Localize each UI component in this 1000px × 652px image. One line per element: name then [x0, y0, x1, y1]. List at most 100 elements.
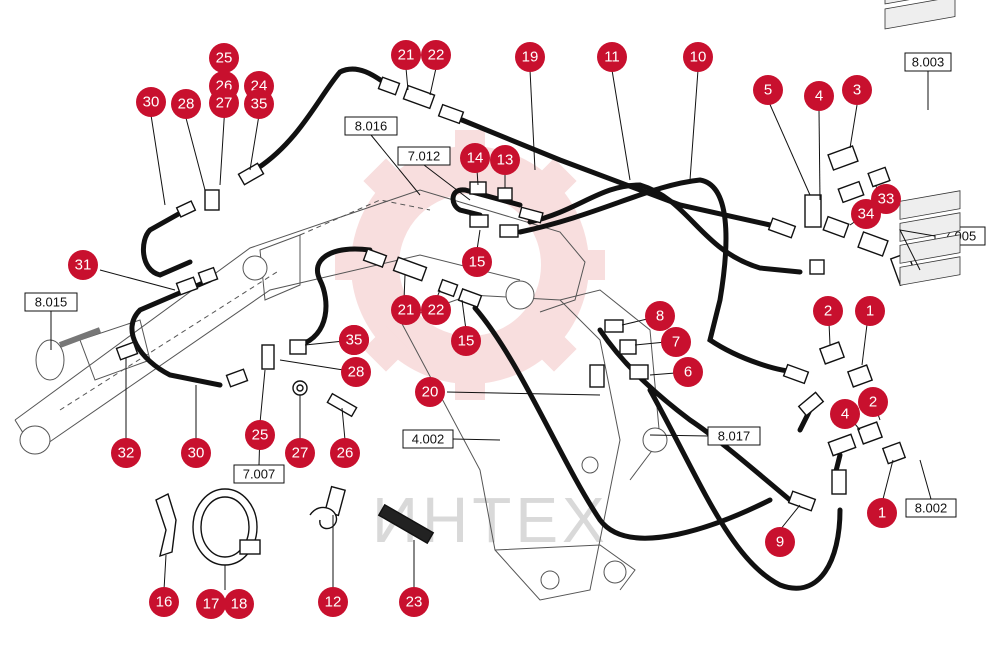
hydraulic-hoses: [129, 66, 843, 591]
callout-number: 7: [672, 334, 680, 351]
callout-3: 3: [842, 75, 872, 105]
callout-number: 28: [178, 96, 195, 113]
callout-number: 21: [398, 302, 415, 319]
ref-8015: 8.015: [35, 295, 68, 310]
callout-number: 4: [815, 88, 823, 105]
callout-9: 9: [765, 527, 795, 557]
callout-number: 30: [188, 445, 205, 462]
callout-circle: [209, 88, 239, 118]
hose-top-loop: [255, 66, 395, 171]
callout-circle: [68, 250, 98, 280]
ref-8003: 8.003: [912, 55, 945, 70]
callout-number: 35: [346, 332, 363, 349]
label-plates: [884, 0, 961, 286]
callout-12: 12: [318, 587, 348, 617]
callout-25: 25: [245, 420, 275, 450]
hose-right-mid: [597, 327, 793, 503]
callout-number: 27: [216, 95, 233, 112]
callout-28: 28: [341, 357, 371, 387]
callout-number: 33: [878, 191, 895, 208]
callout-number: 22: [428, 47, 445, 64]
callout-number: 5: [764, 82, 772, 99]
callout-35: 35: [244, 89, 274, 119]
callout-2: 2: [813, 296, 843, 326]
callout-circle: [842, 75, 872, 105]
callout-27: 27: [209, 88, 239, 118]
callout-circle: [391, 295, 421, 325]
callout-8: 8: [645, 301, 675, 331]
callout-26: 26: [330, 438, 360, 468]
callout-circle: [804, 81, 834, 111]
callout-circle: [855, 296, 885, 326]
callout-21: 21: [391, 40, 421, 70]
callout-circle: [460, 143, 490, 173]
callout-number: 2: [824, 303, 832, 320]
callout-number: 21: [398, 47, 415, 64]
callout-circle: [209, 43, 239, 73]
callout-number: 25: [252, 427, 269, 444]
callout-number: 3: [853, 82, 861, 99]
callout-4: 4: [804, 81, 834, 111]
callout-circle: [330, 438, 360, 468]
callout-circle: [415, 377, 445, 407]
callout-circle: [391, 40, 421, 70]
callout-circle: [451, 326, 481, 356]
reference-frames: 8.003 8.016 7.012 7.005 8.015 8.017 4.00…: [24, 52, 986, 518]
callout-circle: [851, 199, 881, 229]
callout-number: 20: [422, 384, 439, 401]
callout-number: 23: [406, 594, 423, 611]
callout-circle: [661, 327, 691, 357]
callout-number: 15: [469, 254, 486, 271]
callout-circle: [318, 587, 348, 617]
callout-10: 10: [683, 42, 713, 72]
callout-number: 12: [325, 594, 342, 611]
callout-circle: [867, 498, 897, 528]
callout-18: 18: [224, 589, 254, 619]
callout-circle: [830, 399, 860, 429]
callout-number: 14: [467, 150, 484, 167]
callout-circle: [597, 42, 627, 72]
clip-part-12: [309, 506, 338, 530]
ref-7012: 7.012: [408, 149, 441, 164]
callout-16: 16: [149, 587, 179, 617]
callout-30: 30: [181, 438, 211, 468]
hose-9: [647, 387, 843, 591]
callout-5: 5: [753, 75, 783, 105]
callout-number: 6: [684, 364, 692, 381]
callout-circle: [515, 42, 545, 72]
callout-19: 19: [515, 42, 545, 72]
ref-4002: 4.002: [412, 432, 445, 447]
callout-circle: [136, 87, 166, 117]
callout-17: 17: [196, 589, 226, 619]
callout-number: 15: [458, 333, 475, 350]
callout-32: 32: [111, 438, 141, 468]
hose-24: [297, 246, 373, 348]
callout-1: 1: [855, 296, 885, 326]
callout-number: 34: [858, 206, 875, 223]
callout-23: 23: [399, 587, 429, 617]
callout-number: 17: [203, 596, 220, 613]
callout-circle: [421, 295, 451, 325]
callout-circle: [244, 89, 274, 119]
callout-circle: [421, 40, 451, 70]
hose-10: [517, 177, 803, 375]
callout-circle: [171, 89, 201, 119]
callout-15: 15: [451, 326, 481, 356]
callout-11: 11: [597, 42, 627, 72]
callout-number: 31: [75, 257, 92, 274]
callout-1: 1: [867, 498, 897, 528]
callout-circle: [673, 357, 703, 387]
callout-20: 20: [415, 377, 445, 407]
callout-14: 14: [460, 143, 490, 173]
hose-7012-loop: [450, 187, 523, 218]
callout-22: 22: [421, 40, 451, 70]
callout-number: 30: [143, 94, 160, 111]
callout-circle: [490, 145, 520, 175]
callout-circle: [765, 527, 795, 557]
callout-31: 31: [68, 250, 98, 280]
callout-circle: [339, 325, 369, 355]
ref-8002: 8.002: [915, 501, 948, 516]
callout-number: 13: [497, 152, 514, 169]
